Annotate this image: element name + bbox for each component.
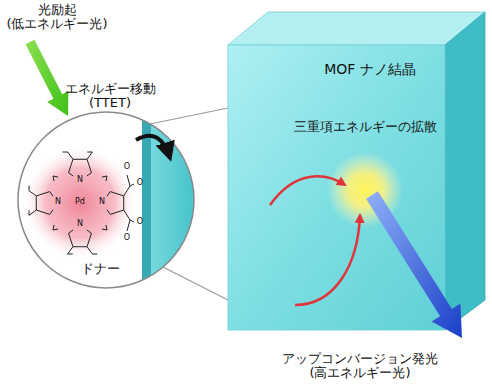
atom-label: N (74, 176, 86, 185)
atom-label: O (134, 179, 146, 188)
atom-label: Pd (72, 198, 88, 207)
excitation-label: 光励起 (低エネルギー光) (0, 3, 119, 32)
zoom-line (163, 267, 228, 300)
diffusion-arrow (270, 176, 345, 205)
emission-arrow (366, 191, 462, 338)
diffusion-arrow (295, 215, 360, 305)
ttet-arrow (136, 136, 170, 158)
node-text: ドナー (70, 262, 130, 276)
atom-label: N (96, 198, 108, 207)
node-text: エネルギー移動 (TTET) (50, 82, 170, 111)
excitation-arrow (26, 40, 69, 116)
atom-label: O (134, 218, 146, 227)
donor-glow (22, 145, 138, 261)
atom-label: N (74, 220, 86, 229)
mof-surface (142, 100, 202, 300)
atom-label: O (121, 163, 133, 172)
zoom-circle: エネルギー移動 (TTET)ドナー (18, 112, 194, 288)
atom-label: O (121, 234, 133, 243)
zoom-line (150, 108, 228, 124)
mof-surface-edge (142, 100, 151, 300)
zoom-interior (18, 100, 202, 300)
atom-label: N (52, 198, 64, 207)
node-text: 三重項エネルギーの拡散 (275, 120, 455, 134)
node-text: MOF ナノ結晶 (285, 62, 455, 77)
porphyrin-structure (29, 152, 134, 254)
emission-label: アップコンバージョン発光 (高エネルギー光) (265, 352, 455, 381)
